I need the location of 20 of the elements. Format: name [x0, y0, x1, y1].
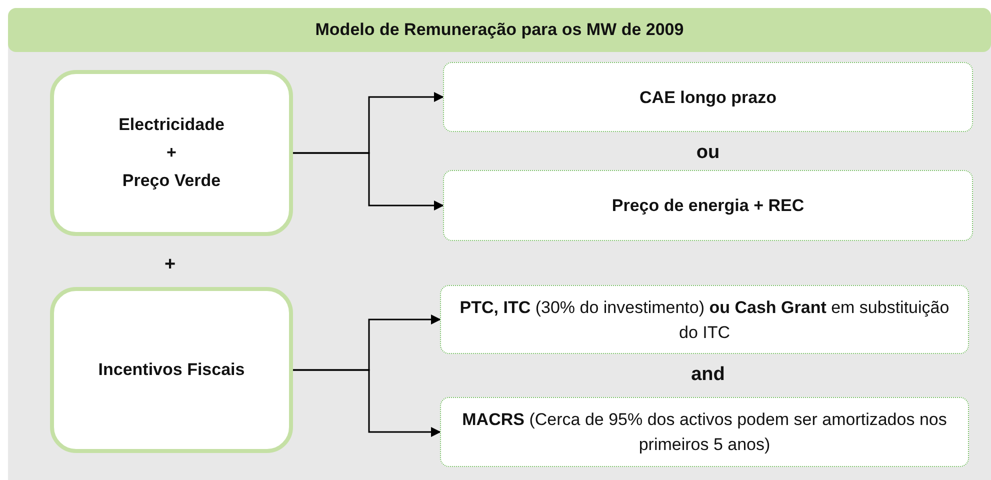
box-text: Incentivos Fiscais	[98, 359, 245, 381]
connector-word: and	[691, 364, 725, 386]
box-text: CAE longo prazo	[640, 86, 776, 109]
box-text: Preço Verde	[122, 170, 221, 192]
category-box	[50, 287, 293, 453]
option-box	[443, 170, 973, 241]
box-text: +	[166, 142, 176, 164]
connector-arrow	[293, 152, 444, 210]
option-box	[440, 285, 969, 354]
plus-sign: +	[164, 254, 176, 276]
box-text: Electricidade	[118, 114, 224, 136]
title-banner: Modelo de Remuneração para os MW de 2009	[8, 8, 991, 52]
connector-arrow	[293, 369, 441, 437]
connector-word: ou	[696, 142, 720, 164]
option-box	[443, 62, 973, 132]
box-text: MACRS (Cerca de 95% dos activos podem ser amortizados nos primeiros 5 anos)	[461, 409, 948, 456]
option-box	[440, 397, 969, 467]
box-text: PTC, ITC (30% do investimento) ou Cash Grant em substituição do ITC	[458, 296, 950, 344]
box-text: Preço de energia + REC	[612, 195, 804, 217]
category-box	[50, 70, 293, 236]
